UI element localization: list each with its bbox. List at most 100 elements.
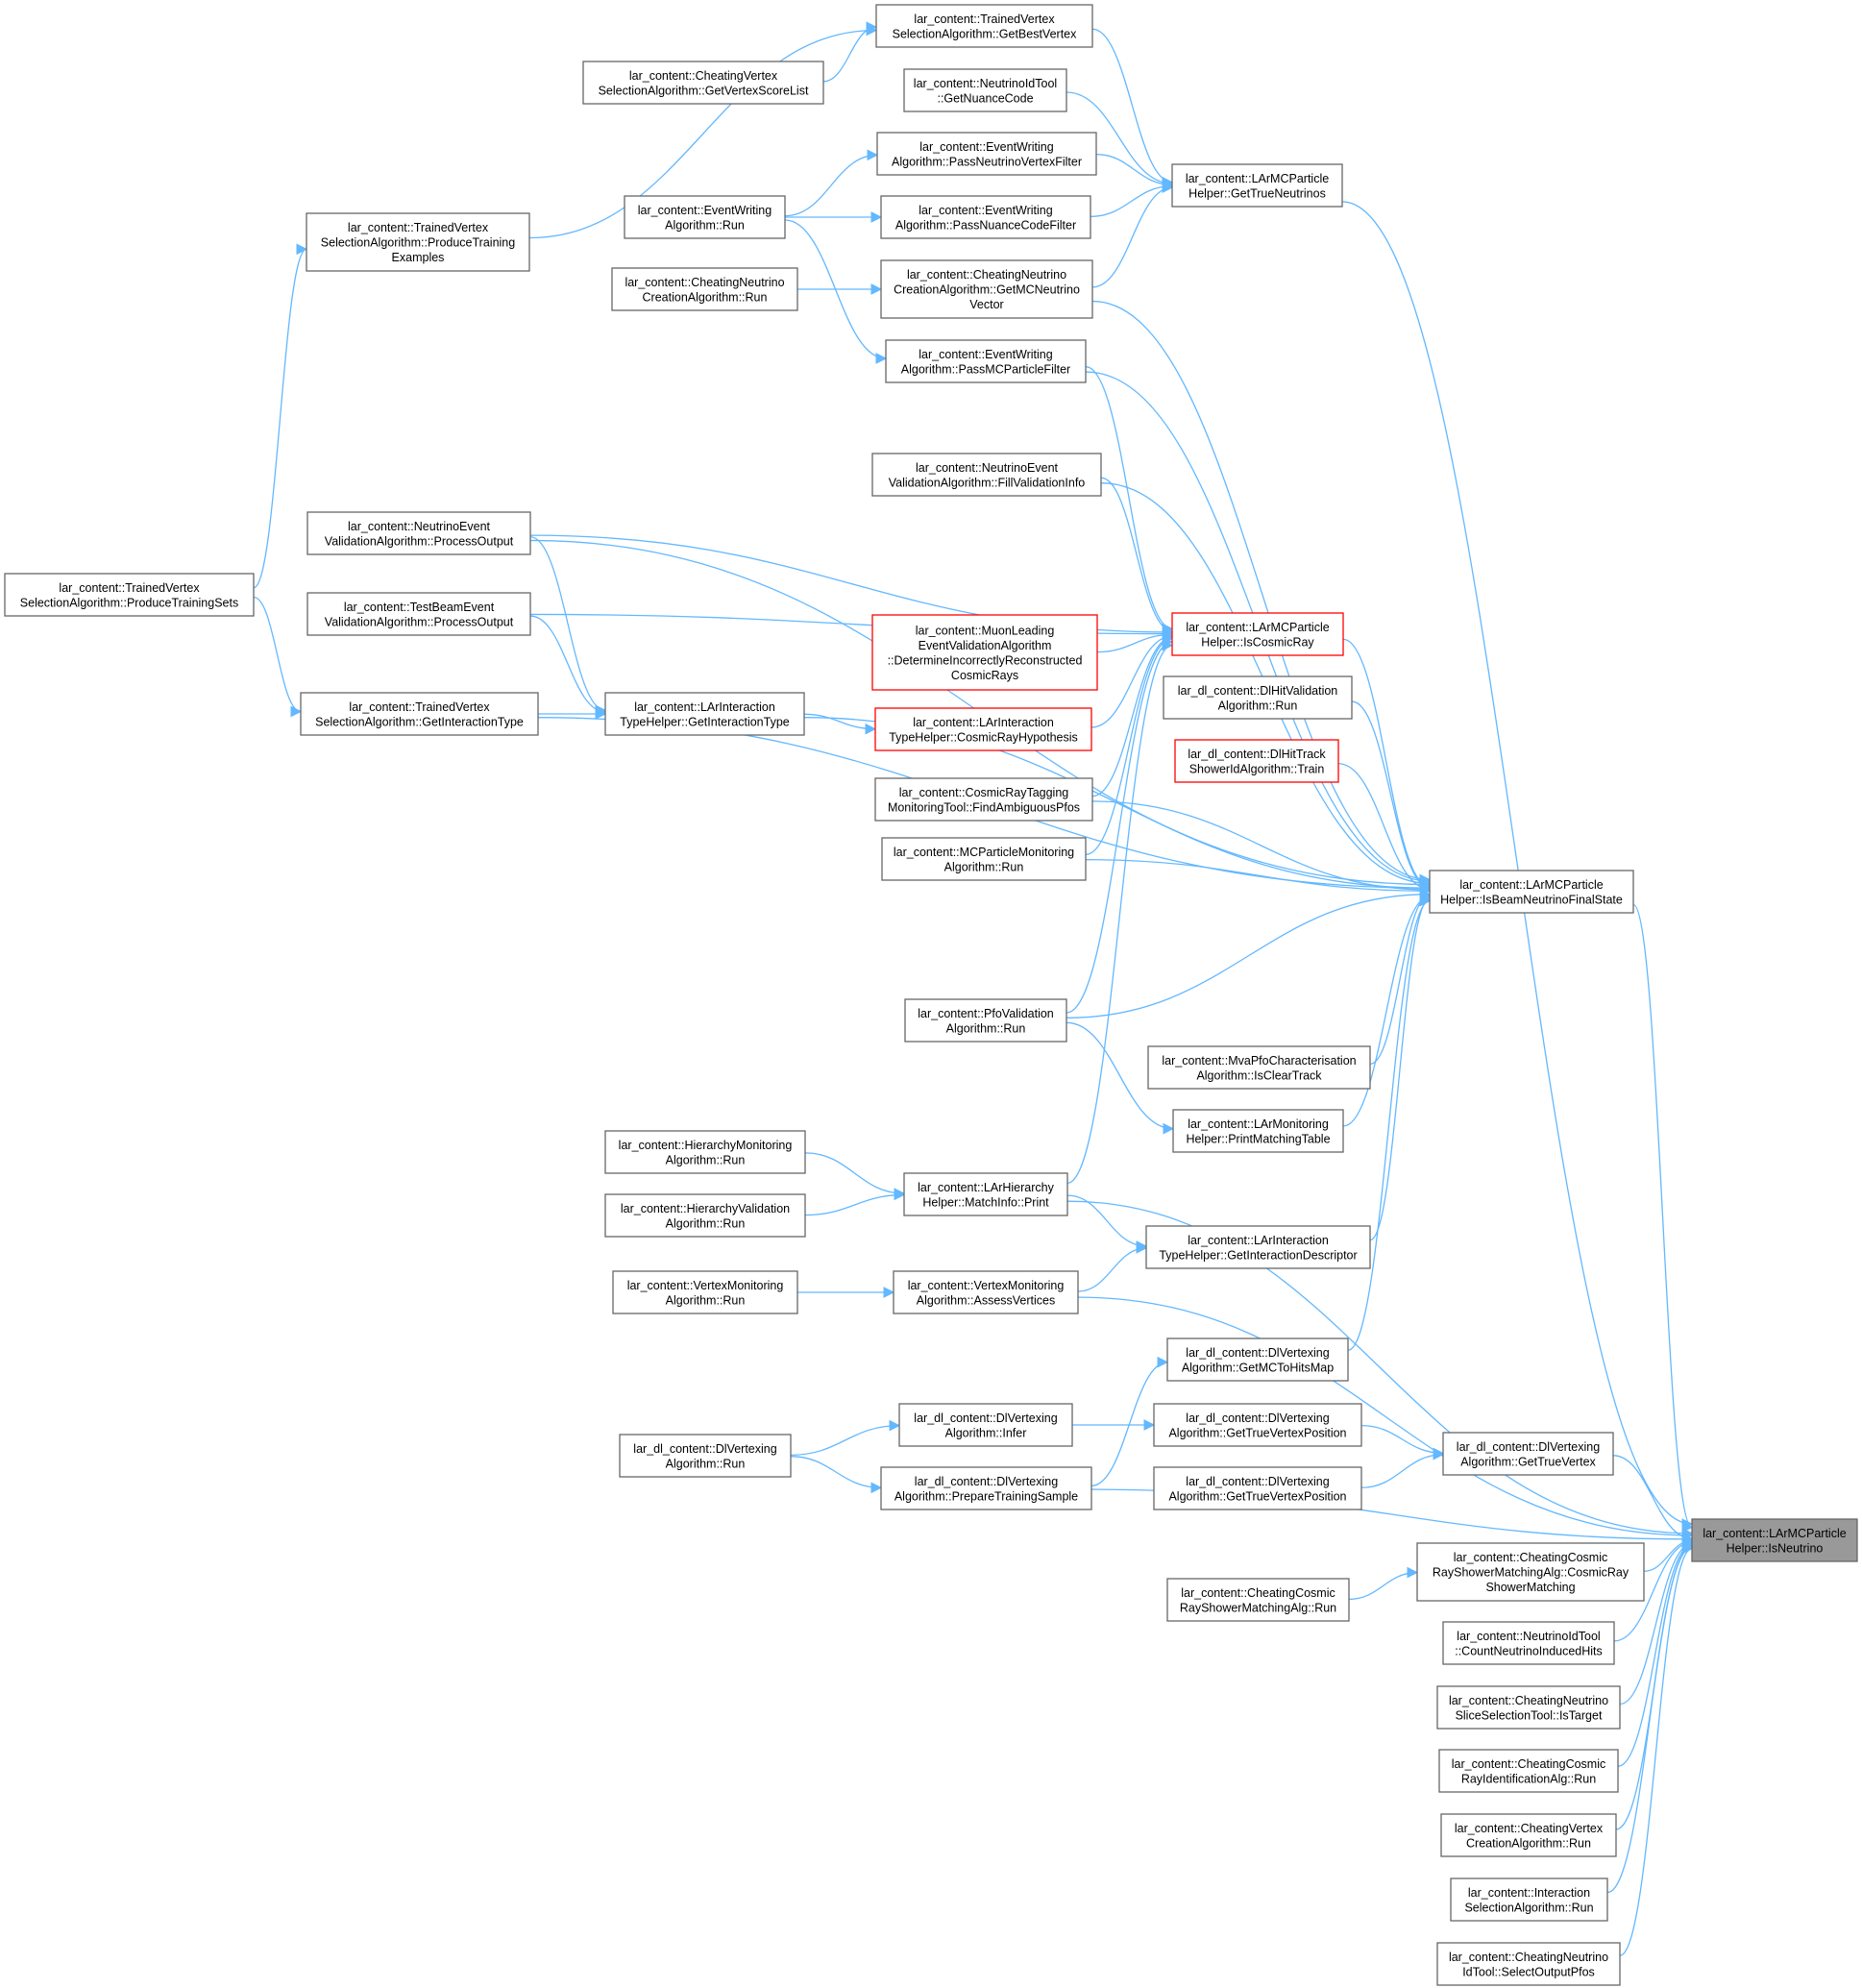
node-box[interactable] [300, 692, 539, 736]
node-box[interactable] [880, 259, 1093, 319]
node-box[interactable] [624, 195, 786, 239]
node-box[interactable] [612, 1270, 798, 1314]
node-box[interactable] [1166, 1338, 1349, 1382]
node-ewPassMCP[interactable]: lar_content::EventWritingAlgorithm::Pass… [885, 339, 1087, 383]
node-isBeamNu[interactable]: lar_content::LArMCParticleHelper::IsBeam… [1429, 870, 1634, 914]
node-getTrueNu[interactable]: lar_content::LArMCParticleHelper::GetTru… [1171, 163, 1343, 208]
node-box[interactable] [306, 592, 531, 636]
node-box[interactable] [880, 195, 1091, 239]
node-dlVtxPrep[interactable]: lar_dl_content::DlVertexingAlgorithm::Pr… [880, 1466, 1092, 1510]
node-box[interactable] [874, 707, 1092, 751]
node-vtxMonAssess[interactable]: lar_content::VertexMonitoringAlgorithm::… [893, 1270, 1079, 1314]
node-dlHitVal[interactable]: lar_dl_content::DlHitValidationAlgorithm… [1163, 675, 1353, 720]
node-box[interactable] [903, 68, 1067, 112]
node-tbevProcess[interactable]: lar_content::TestBeamEventValidationAlgo… [306, 592, 531, 636]
node-crtFind[interactable]: lar_content::CosmicRayTaggingMonitoringT… [874, 777, 1093, 822]
node-cnidSelect[interactable]: lar_content::CheatingNeutrinoIdTool::Sel… [1436, 1942, 1621, 1986]
node-box[interactable] [1145, 1225, 1371, 1269]
node-box[interactable] [871, 453, 1102, 497]
node-box[interactable] [1691, 1518, 1858, 1562]
node-box[interactable] [604, 692, 805, 736]
node-box[interactable] [582, 61, 824, 105]
node-ccriRun[interactable]: lar_content::CheatingCosmicRayIdentifica… [1438, 1749, 1619, 1793]
node-tvGetInt[interactable]: lar_content::TrainedVertexSelectionAlgor… [300, 692, 539, 736]
node-box[interactable] [1436, 1942, 1621, 1986]
node-cncGetMC[interactable]: lar_content::CheatingNeutrinoCreationAlg… [880, 259, 1093, 319]
node-isRun[interactable]: lar_content::InteractionSelectionAlgorit… [1450, 1878, 1608, 1922]
node-dlVtxMCToHits[interactable]: lar_dl_content::DlVertexingAlgorithm::Ge… [1166, 1338, 1349, 1382]
node-box[interactable] [893, 1270, 1079, 1314]
node-dlVtxGTVP2[interactable]: lar_dl_content::DlVertexingAlgorithm::Ge… [1153, 1466, 1362, 1510]
node-box[interactable] [1171, 612, 1344, 656]
node-tvGetBest[interactable]: lar_content::TrainedVertexSelectionAlgor… [875, 4, 1093, 48]
node-box[interactable] [1163, 675, 1353, 720]
node-muonLeading[interactable]: lar_content::MuonLeadingEventValidationA… [871, 614, 1098, 691]
node-box[interactable] [903, 1172, 1068, 1216]
node-box[interactable] [885, 339, 1087, 383]
node-mcpMonRun[interactable]: lar_content::MCParticleMonitoringAlgorit… [881, 837, 1087, 881]
node-cvGetScore[interactable]: lar_content::CheatingVertexSelectionAlgo… [582, 61, 824, 105]
node-box[interactable] [1172, 1109, 1344, 1153]
node-box[interactable] [604, 1193, 806, 1238]
node-box[interactable] [1416, 1542, 1645, 1602]
node-cnsIsTarget[interactable]: lar_content::CheatingNeutrinoSliceSelect… [1436, 1685, 1621, 1730]
node-box[interactable] [898, 1403, 1073, 1447]
node-dlHitTrack[interactable]: lar_dl_content::DlHitTrackShowerIdAlgori… [1174, 739, 1339, 783]
node-nevProcess[interactable]: lar_content::NeutrinoEventValidationAlgo… [306, 511, 531, 555]
node-dlVtxGTV[interactable]: lar_dl_content::DlVertexingAlgorithm::Ge… [1442, 1432, 1614, 1476]
node-box[interactable] [1442, 1432, 1614, 1476]
node-dlVtxRun[interactable]: lar_dl_content::DlVertexingAlgorithm::Ru… [619, 1434, 792, 1478]
node-box[interactable] [1436, 1685, 1621, 1730]
node-box[interactable] [1440, 1813, 1617, 1857]
node-tvProduceTrainSets[interactable]: lar_content::TrainedVertexSelectionAlgor… [4, 573, 255, 617]
node-box[interactable] [604, 1130, 806, 1174]
node-hierMonRun[interactable]: lar_content::HierarchyMonitoringAlgorith… [604, 1130, 806, 1174]
node-box[interactable] [1429, 870, 1634, 914]
node-larIntGetType[interactable]: lar_content::LArInteractionTypeHelper::G… [604, 692, 805, 736]
node-box[interactable] [611, 267, 798, 311]
node-dlVtxGTVP1[interactable]: lar_dl_content::DlVertexingAlgorithm::Ge… [1153, 1403, 1362, 1447]
node-cvcRun[interactable]: lar_content::CheatingVertexCreationAlgor… [1440, 1813, 1617, 1857]
node-box[interactable] [1174, 739, 1339, 783]
node-tvProduceTrainEx[interactable]: lar_content::TrainedVertexSelectionAlgor… [306, 212, 530, 272]
node-isNeutrino[interactable]: lar_content::LArMCParticleHelper::IsNeut… [1691, 1518, 1858, 1562]
node-box[interactable] [619, 1434, 792, 1478]
node-box[interactable] [1147, 1045, 1371, 1090]
node-box[interactable] [1166, 1578, 1350, 1622]
node-box[interactable] [904, 998, 1067, 1043]
node-box[interactable] [875, 4, 1093, 48]
node-vtxMonRun[interactable]: lar_content::VertexMonitoringAlgorithm::… [612, 1270, 798, 1314]
node-larHierPrint[interactable]: lar_content::LArHierarchyHelper::MatchIn… [903, 1172, 1068, 1216]
node-box[interactable] [880, 1466, 1092, 1510]
node-nidCount[interactable]: lar_content::NeutrinoIdTool::CountNeutri… [1442, 1621, 1615, 1665]
node-box[interactable] [4, 573, 255, 617]
node-ewPassNVF[interactable]: lar_content::EventWritingAlgorithm::Pass… [876, 132, 1097, 176]
node-box[interactable] [306, 212, 530, 272]
node-box[interactable] [874, 777, 1093, 822]
node-box[interactable] [1171, 163, 1343, 208]
node-ccrsmRun[interactable]: lar_content::CheatingCosmicRayShowerMatc… [1166, 1578, 1350, 1622]
node-larIntCosmicHyp[interactable]: lar_content::LArInteractionTypeHelper::C… [874, 707, 1092, 751]
node-box[interactable] [1438, 1749, 1619, 1793]
node-box[interactable] [1153, 1403, 1362, 1447]
node-mvaPfo[interactable]: lar_content::MvaPfoCharacterisationAlgor… [1147, 1045, 1371, 1090]
node-nevFill[interactable]: lar_content::NeutrinoEventValidationAlgo… [871, 453, 1102, 497]
node-ewPassNCF[interactable]: lar_content::EventWritingAlgorithm::Pass… [880, 195, 1091, 239]
node-isCosmic[interactable]: lar_content::LArMCParticleHelper::IsCosm… [1171, 612, 1344, 656]
node-box[interactable] [881, 837, 1087, 881]
node-box[interactable] [1442, 1621, 1615, 1665]
node-dlVtxInfer[interactable]: lar_dl_content::DlVertexingAlgorithm::In… [898, 1403, 1073, 1447]
node-box[interactable] [306, 511, 531, 555]
node-larMonPrint[interactable]: lar_content::LArMonitoringHelper::PrintM… [1172, 1109, 1344, 1153]
node-ccrsmCRSM[interactable]: lar_content::CheatingCosmicRayShowerMatc… [1416, 1542, 1645, 1602]
node-larIntDesc[interactable]: lar_content::LArInteractionTypeHelper::G… [1145, 1225, 1371, 1269]
node-hierValRun[interactable]: lar_content::HierarchyValidationAlgorith… [604, 1193, 806, 1238]
node-cncRun[interactable]: lar_content::CheatingNeutrinoCreationAlg… [611, 267, 798, 311]
node-box[interactable] [1153, 1466, 1362, 1510]
node-nidGetNuance[interactable]: lar_content::NeutrinoIdTool::GetNuanceCo… [903, 68, 1067, 112]
node-box[interactable] [1450, 1878, 1608, 1922]
node-box[interactable] [876, 132, 1097, 176]
node-box[interactable] [871, 614, 1098, 691]
